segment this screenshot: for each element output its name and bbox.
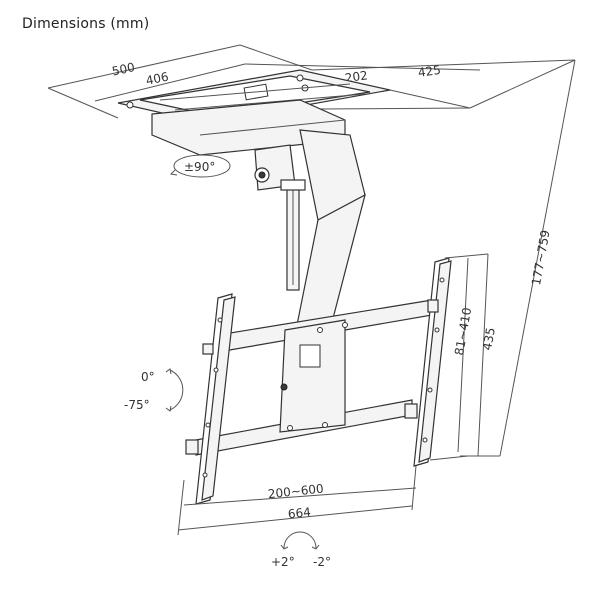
dim-height-435-label: 435 — [480, 326, 498, 351]
dim-500-label: 500 — [111, 60, 136, 78]
tilt-angle-callout — [165, 368, 184, 412]
level-plus-label: +2° — [271, 555, 295, 569]
dim-425-label: 425 — [417, 63, 442, 80]
level-minus-label: -2° — [313, 555, 331, 569]
tilt-bottom-label: -75° — [124, 398, 150, 412]
telescopic-column — [280, 129, 366, 336]
dim-vesa-h-label: 200~600 — [267, 482, 324, 502]
dim-664-label: 664 — [287, 505, 311, 521]
swivel-angle-label: ±90° — [184, 160, 215, 174]
level-adjust-callout — [280, 531, 320, 550]
vesa-height-dimension — [429, 253, 489, 461]
diagram-title: Dimensions (mm) — [22, 16, 150, 32]
tv-bracket — [185, 257, 452, 505]
tilt-top-label: 0° — [141, 370, 155, 384]
dim-height-label: 177~759 — [529, 229, 552, 286]
ceiling-plate — [117, 69, 391, 156]
dim-406-label: 406 — [145, 69, 170, 87]
dim-vesa-v-label: 81~410 — [452, 306, 474, 356]
swivel-angle-callout — [169, 154, 231, 178]
bottom-dimension-lines — [177, 465, 417, 536]
